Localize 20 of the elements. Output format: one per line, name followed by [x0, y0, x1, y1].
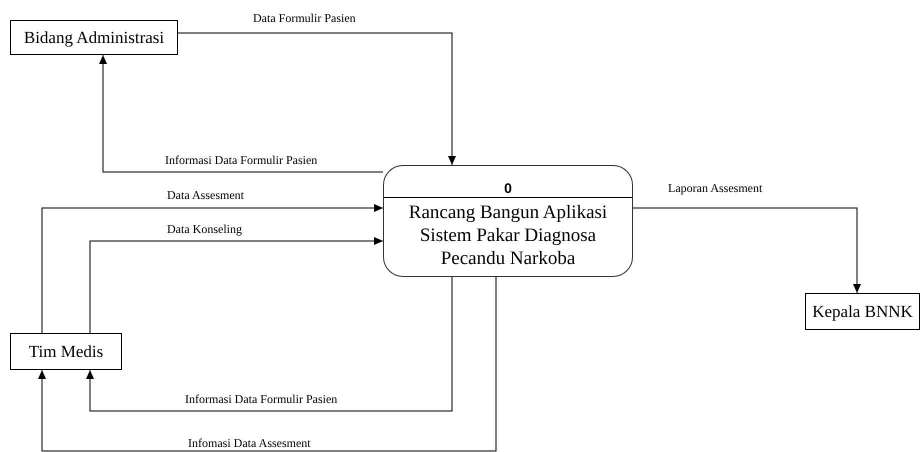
- arrow: [99, 54, 384, 172]
- entity-box: Tim Medis: [10, 333, 122, 370]
- arrow: [632, 208, 861, 294]
- edge-label: Data Konseling: [167, 222, 242, 236]
- edge-label: Infomasi Data Assesment: [188, 436, 311, 450]
- edge-label: Data Formulir Pasien: [253, 11, 356, 25]
- edge-label: Laporan Assesment: [668, 181, 762, 195]
- edge-label: Data Assesment: [167, 188, 244, 202]
- edge-label: Informasi Data Formulir Pasien: [165, 153, 318, 167]
- arrow: [86, 276, 452, 412]
- edge-label: Informasi Data Formulir Pasien: [185, 392, 338, 406]
- entity-box: Bidang Administrasi: [10, 20, 178, 55]
- arrow: [178, 32, 456, 166]
- arrow: [90, 237, 384, 334]
- arrow: [42, 204, 384, 334]
- process-name: Rancang Bangun Aplikasi Sistem Pakar Diagnosa Pecandu Narkoba: [408, 201, 608, 271]
- process-number: 0: [504, 180, 512, 197]
- entity-box: Kepala BNNK: [805, 293, 920, 330]
- process-box: [383, 165, 633, 277]
- arrow: [38, 276, 496, 452]
